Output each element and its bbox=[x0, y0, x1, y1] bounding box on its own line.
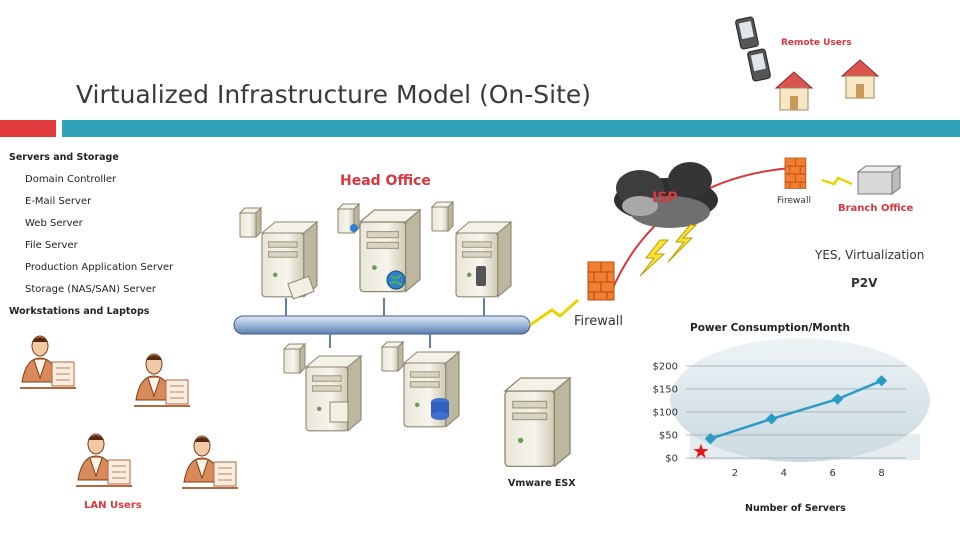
accent-bar-blue bbox=[62, 120, 960, 137]
y-tick-label: $0 bbox=[665, 454, 678, 465]
sidebar-item: Storage (NAS/SAN) Server bbox=[25, 284, 156, 295]
x-tick-label: 4 bbox=[781, 468, 787, 479]
data-point bbox=[765, 413, 778, 425]
sidebar-item: Domain Controller bbox=[25, 174, 117, 185]
vmware-label: Vmware ESX bbox=[508, 478, 576, 489]
sidebar-item: E-Mail Server bbox=[25, 196, 92, 207]
firewall-branch-label: Firewall bbox=[777, 196, 811, 206]
accent-bar-red bbox=[0, 120, 56, 137]
yes-virtualization-label: YES, Virtualization bbox=[815, 248, 925, 262]
sidebar-item: Web Server bbox=[25, 218, 83, 229]
sidebar-list: Servers and Storage Domain Controller E-… bbox=[9, 147, 173, 323]
data-point bbox=[704, 433, 717, 445]
x-tick-label: 8 bbox=[878, 468, 884, 479]
head-office-label: Head Office bbox=[340, 173, 431, 189]
y-tick-label: $50 bbox=[659, 431, 678, 442]
sidebar-item: Production Application Server bbox=[25, 262, 174, 273]
lan-users-label: LAN Users bbox=[84, 500, 142, 511]
x-tick-label: 2 bbox=[732, 468, 738, 479]
remote-users-label: Remote Users bbox=[781, 38, 852, 48]
sidebar-group-workstations: Workstations and Laptops bbox=[9, 306, 150, 317]
sidebar-item: File Server bbox=[25, 240, 78, 251]
isp-cloud bbox=[614, 162, 718, 228]
sidebar-group-servers: Servers and Storage bbox=[9, 152, 119, 163]
y-tick-label: $150 bbox=[653, 385, 678, 396]
x-tick-label: 6 bbox=[829, 468, 835, 479]
page-title: Virtualized Infrastructure Model (On-Sit… bbox=[76, 80, 592, 109]
data-point bbox=[831, 393, 844, 405]
branch-office-label: Branch Office bbox=[838, 203, 914, 214]
p2v-label: P2V bbox=[851, 276, 878, 290]
star-marker: ★ bbox=[692, 439, 710, 463]
y-tick-label: $200 bbox=[653, 362, 678, 373]
firewall-main-label: Firewall bbox=[574, 314, 624, 329]
series-line bbox=[710, 379, 883, 440]
data-point bbox=[875, 375, 888, 387]
chart-title: Power Consumption/Month bbox=[690, 322, 850, 334]
chart-xlabel: Number of Servers bbox=[745, 503, 846, 514]
isp-label: ISP bbox=[652, 190, 678, 206]
y-tick-label: $100 bbox=[653, 408, 678, 419]
